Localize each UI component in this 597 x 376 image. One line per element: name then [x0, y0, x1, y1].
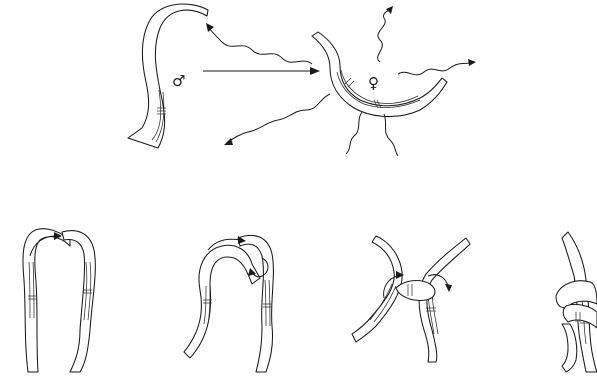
copulation-stage [556, 232, 597, 372]
male-symbol: ♂ [172, 72, 185, 90]
attraction-arrow [203, 67, 320, 75]
female-symbol: ♀ [368, 74, 379, 92]
coiling-start-stage [184, 235, 273, 372]
stage4-male-coil [556, 281, 597, 328]
signal-arrow-up [378, 6, 393, 62]
stage1-female-worm [62, 231, 95, 372]
male-worm [128, 4, 208, 148]
stage1-male-worm [23, 229, 70, 372]
female-worm [312, 32, 447, 117]
attraction-scene: ♂ ♀ [128, 4, 476, 156]
signal-arrow-right [398, 59, 476, 75]
stage3-coil-loop [396, 281, 435, 301]
signal-arrow-lower-left [224, 94, 330, 145]
signal-arrow-down-right [384, 114, 398, 156]
stage2-male-worm [184, 245, 260, 358]
contact-stage [23, 229, 95, 372]
signal-arrow-upper-left [206, 23, 312, 64]
signal-arrow-down-left [346, 112, 362, 154]
stage4-male-tail [562, 324, 577, 372]
coiling-wrap-stage [352, 236, 470, 362]
stage3-male-worm [352, 236, 402, 342]
